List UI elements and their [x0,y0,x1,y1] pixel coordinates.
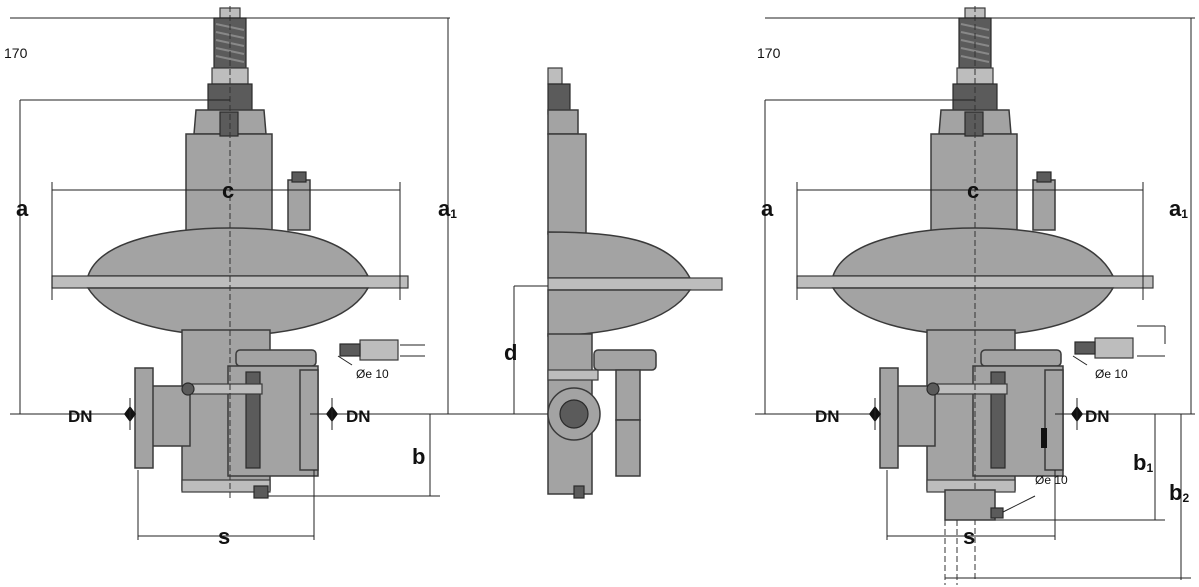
dn-inlet-label: DN [68,407,93,426]
side-view: d [460,67,723,499]
diameter-label: Øe 10 [356,367,389,381]
dn-inlet-label-right: DN [815,407,840,426]
dim-a1-label-right: a1 [1169,196,1188,221]
dn-outlet-label-right: DN [1085,407,1110,426]
dim-b-label: b [412,444,425,469]
diameter-label-lower: Øe 10 [1035,473,1068,487]
dim-s-label-right: s [963,524,975,549]
dim-d-label: d [504,340,517,365]
sensing-fitting [359,339,399,361]
dim-c-label-right: c [967,178,979,203]
dim-170-label-right: 170 [757,45,781,61]
dn-outlet-label: DN [346,407,371,426]
dim-b2-label: b2 [1169,480,1189,505]
dim-a-label: a [16,196,29,221]
dim-s-label: s [218,524,230,549]
dim-170-label: 170 [4,45,28,61]
dim-a1-label: a1 [438,196,457,221]
front-view-right: 170 a a1 c b1 b2 s DN DN Øe 10 Øe 10 [755,6,1195,585]
dim-b1-label: b1 [1133,450,1153,475]
dim-a-label-right: a [761,196,774,221]
diameter-label-right: Øe 10 [1095,367,1128,381]
dim-c-label: c [222,178,234,203]
front-view-left: 170 a a1 c b s DN DN Øe 10 [4,6,460,549]
